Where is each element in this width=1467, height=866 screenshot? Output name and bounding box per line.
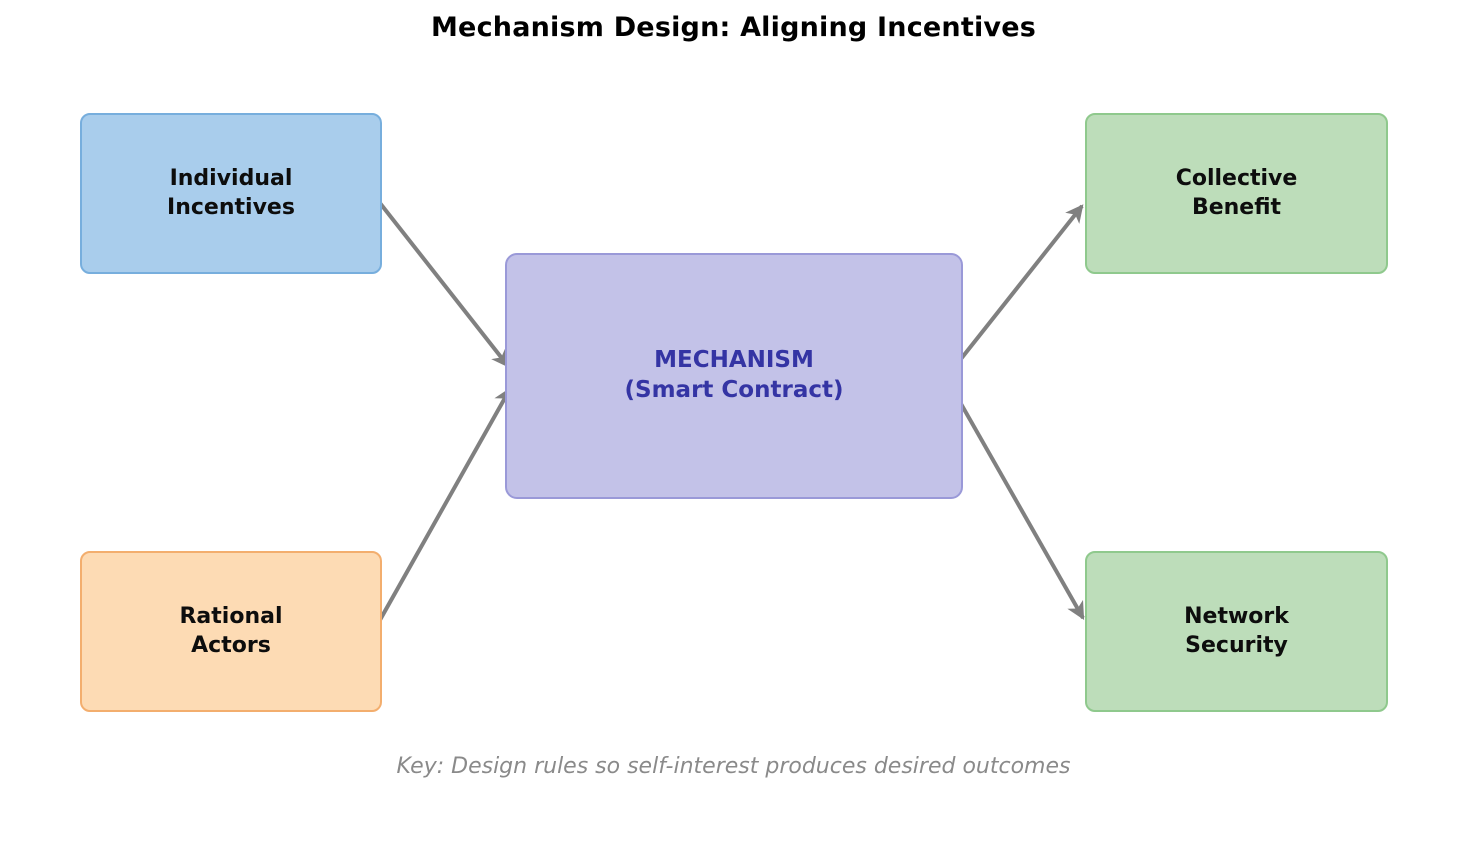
node-mechanism-smart-contract: MECHANISM (Smart Contract) bbox=[505, 253, 963, 499]
node-network-security: Network Security bbox=[1085, 551, 1388, 712]
diagram-key-caption: Key: Design rules so self-interest produ… bbox=[396, 754, 1071, 779]
node-individual-incentives: Individual Incentives bbox=[80, 113, 382, 274]
arrow-rational-to-mechanism bbox=[374, 387, 512, 628]
node-collective-benefit: Collective Benefit bbox=[1085, 113, 1388, 274]
arrow-individual-to-mechanism bbox=[374, 196, 510, 368]
node-rational-actors-label: Rational Actors bbox=[179, 603, 283, 658]
node-collective-benefit-label: Collective Benefit bbox=[1175, 165, 1298, 220]
arrow-mechanism-to-collective bbox=[947, 204, 1084, 376]
diagram-title: Mechanism Design: Aligning Incentives bbox=[430, 12, 1036, 43]
node-mechanism-smart-contract-label: MECHANISM (Smart Contract) bbox=[624, 347, 844, 403]
node-network-security-label: Network Security bbox=[1184, 603, 1289, 658]
node-individual-incentives-label: Individual Incentives bbox=[167, 165, 295, 220]
arrow-mechanism-to-network bbox=[946, 380, 1085, 620]
node-rational-actors: Rational Actors bbox=[80, 551, 382, 712]
